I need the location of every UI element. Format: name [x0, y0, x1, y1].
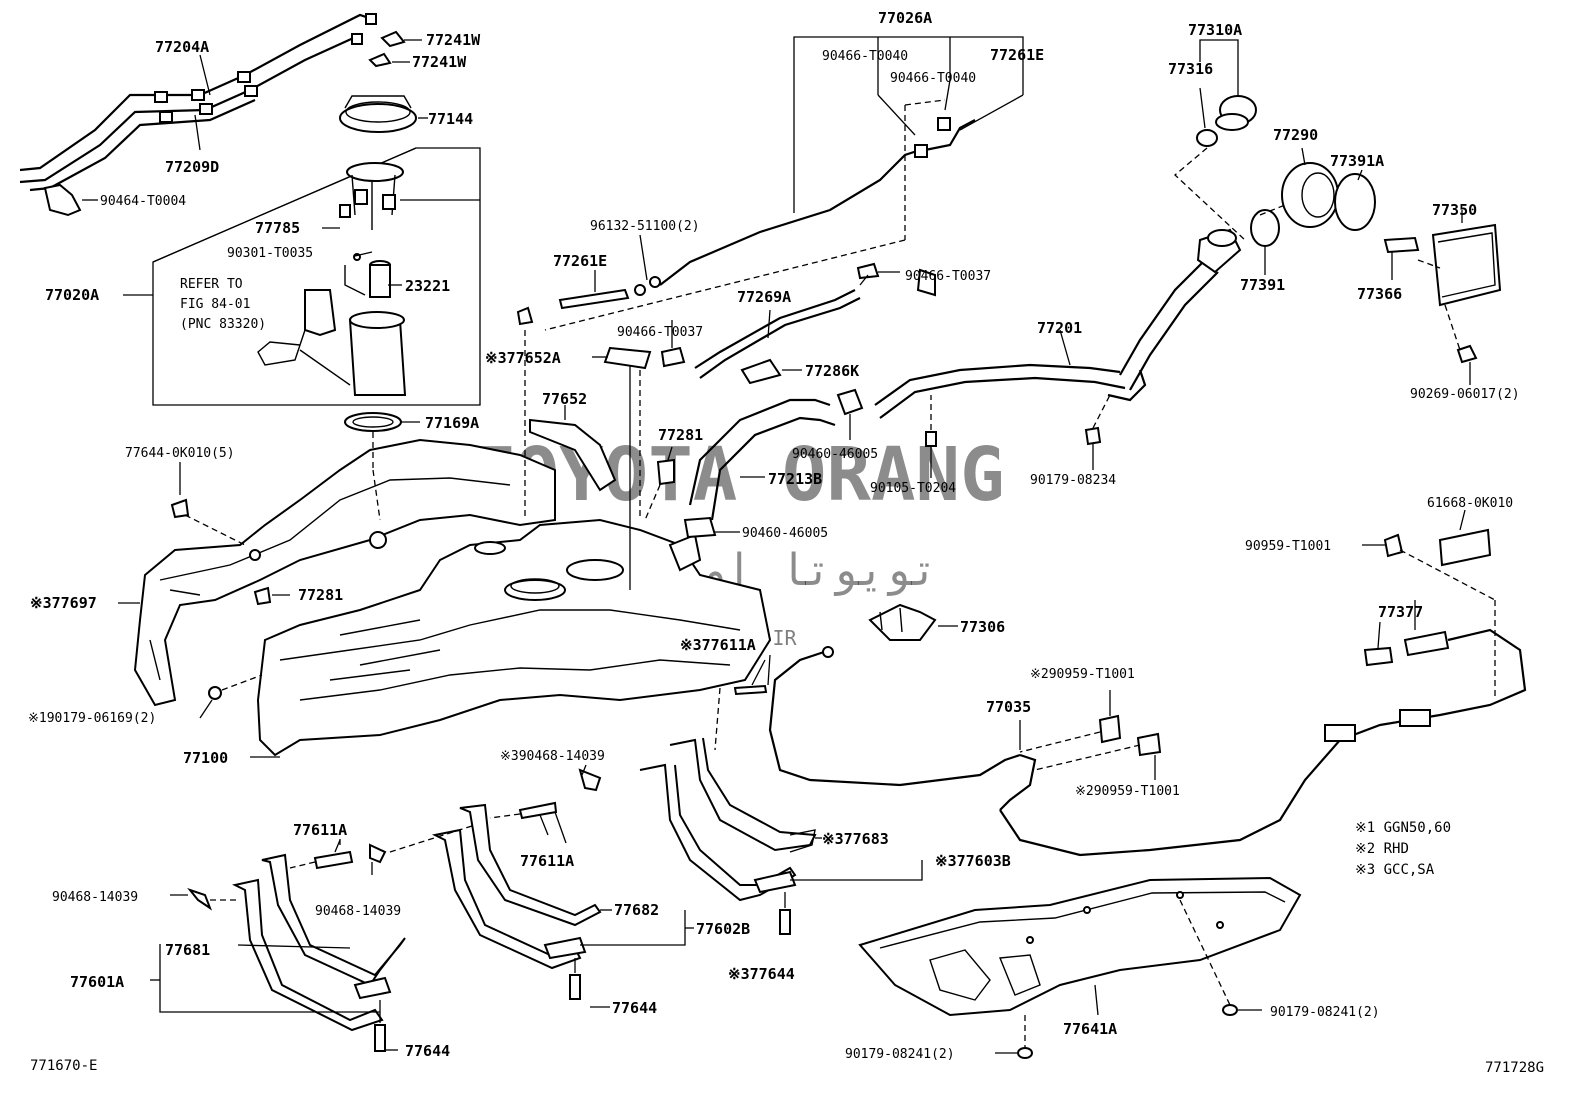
label-77100: 77100 — [183, 749, 228, 767]
label-77644-0K010: 77644-0K010(5) — [125, 446, 235, 461]
label-77281-a: 77281 — [298, 586, 343, 604]
label-77601A: 77601A — [70, 973, 124, 991]
diagram-code-right: 771728G — [1485, 1060, 1544, 1076]
shield-drawing — [529, 418, 617, 492]
label-77611A-a: ※377611A — [680, 636, 756, 654]
label-77683: ※377683 — [822, 830, 889, 848]
label-77026A: 77026A — [878, 9, 932, 27]
label-77286K: 77286K — [805, 362, 859, 380]
label-90466-T0037-a: 90466-T0037 — [905, 269, 991, 284]
label-90468-14039-b: 90468-14039 — [315, 904, 401, 919]
fuel-cap-drawing — [1174, 39, 1502, 385]
label-96132-51100: 96132-51100(2) — [590, 219, 700, 234]
label-77213B: 77213B — [768, 470, 822, 488]
applicability-notes: ※1 GGN50,60 ※2 RHD ※3 GCC,SA — [1355, 820, 1451, 878]
fuel-tank-drawing — [118, 432, 772, 758]
label-90301-T0035: 90301-T0035 — [227, 246, 313, 261]
filler-hose-drawing — [644, 388, 864, 539]
label-90466-T0037-b: 90466-T0037 — [617, 325, 703, 340]
label-77391: 77391 — [1240, 276, 1285, 294]
fuel-line-assembly-drawing — [19, 13, 422, 217]
label-77682: 77682 — [614, 901, 659, 919]
label-77785: 77785 — [255, 219, 300, 237]
label-90460-46005-a: 90460-46005 — [792, 447, 878, 462]
label-77644-c: 77644 — [405, 1042, 450, 1060]
label-90466-T0040-b: 90466-T0040 — [890, 71, 976, 86]
label-77269A: 77269A — [737, 288, 791, 306]
label-77020A: 77020A — [45, 286, 99, 304]
sensor-cable-drawing — [999, 509, 1527, 857]
label-77652A: ※377652A — [485, 349, 561, 367]
note-1: ※1 GGN50,60 — [1355, 820, 1451, 836]
label-90179-08241-a: 90179-08241(2) — [1270, 1005, 1380, 1020]
watermark-brand: TOYOTA ORANG — [470, 432, 1005, 518]
label-77652: 77652 — [542, 390, 587, 408]
label-77350: 77350 — [1432, 201, 1477, 219]
label-90460-46005-b: 90460-46005 — [742, 526, 828, 541]
label-77310A: 77310A — [1188, 21, 1242, 39]
retainer-ring-drawing — [339, 95, 428, 133]
note-2: ※2 RHD — [1355, 841, 1409, 857]
label-77611A-b: 77611A — [293, 821, 347, 839]
label-290959-T1001-b: ※290959-T1001 — [1075, 784, 1180, 799]
filler-pipe-drawing — [874, 228, 1242, 478]
label-refer-fig: FIG 84-01 — [180, 297, 250, 312]
vent-hose-assembly-drawing — [544, 36, 1024, 331]
label-77204A: 77204A — [155, 38, 209, 56]
hose-parts-drawing — [516, 262, 900, 385]
label-77697: ※377697 — [30, 594, 97, 612]
label-77602B: 77602B — [696, 920, 750, 938]
label-77644-b: ※377644 — [728, 965, 795, 983]
label-90105-T0204: 90105-T0204 — [870, 481, 956, 496]
label-61668-0K010: 61668-0K010 — [1427, 496, 1513, 511]
label-90468-14039-a: 90468-14039 — [52, 890, 138, 905]
label-77201: 77201 — [1037, 319, 1082, 337]
pad-drawing — [603, 346, 652, 370]
label-77377: 77377 — [1378, 603, 1423, 621]
label-77241W-b: 77241W — [412, 53, 467, 71]
part-number-labels: 77204A 77241W 77241W 77144 77209D 90464-… — [28, 9, 1544, 1076]
label-77611A-c: 77611A — [520, 852, 574, 870]
label-77035: 77035 — [986, 698, 1031, 716]
label-77366: 77366 — [1357, 285, 1402, 303]
label-77644-a: 77644 — [612, 999, 657, 1017]
label-77603B: ※377603B — [935, 852, 1011, 870]
label-77641A: 77641A — [1063, 1020, 1117, 1038]
label-90179-08234: 90179-08234 — [1030, 473, 1116, 488]
label-390468-14039: ※390468-14039 — [500, 749, 605, 764]
label-77241W-a: 77241W — [426, 31, 481, 49]
label-77316: 77316 — [1168, 60, 1213, 78]
label-90464-T0004: 90464-T0004 — [100, 194, 186, 209]
under-guard-drawing — [858, 876, 1302, 1059]
label-77209D: 77209D — [165, 158, 219, 176]
label-77306: 77306 — [960, 618, 1005, 636]
watermark: TOYOTA ORANG تویوتا اورنگ TOYOTAPART.IR — [470, 432, 1005, 650]
label-77391A: 77391A — [1330, 152, 1384, 170]
fuel-pump-assembly-drawing — [123, 147, 481, 406]
label-77290: 77290 — [1273, 126, 1318, 144]
label-23221: 23221 — [405, 277, 450, 295]
label-90179-08241-b: 90179-08241(2) — [845, 1047, 955, 1062]
label-refer-pnc: (PNC 83320) — [180, 317, 266, 332]
label-refer-to: REFER TO — [180, 277, 243, 292]
label-290959-T1001-a: ※290959-T1001 — [1030, 667, 1135, 682]
tank-straps-drawing — [150, 659, 923, 1052]
label-77144: 77144 — [428, 110, 473, 128]
label-77281-b: 77281 — [658, 426, 703, 444]
label-77681: 77681 — [165, 941, 210, 959]
label-90466-T0040-a: 90466-T0040 — [822, 49, 908, 64]
label-77261E-a: 77261E — [990, 46, 1044, 64]
leader-lines — [400, 199, 1416, 686]
label-90179-06169: ※190179-06169(2) — [28, 711, 156, 726]
bracket-drawing — [768, 603, 1162, 811]
label-77261E-b: 77261E — [553, 252, 607, 270]
label-90959-T1001: 90959-T1001 — [1245, 539, 1331, 554]
note-3: ※3 GCC,SA — [1355, 862, 1435, 878]
label-77169A: 77169A — [425, 414, 479, 432]
diagram-code-left: 771670-E — [30, 1058, 97, 1074]
label-90269-06017: 90269-06017(2) — [1410, 387, 1520, 402]
